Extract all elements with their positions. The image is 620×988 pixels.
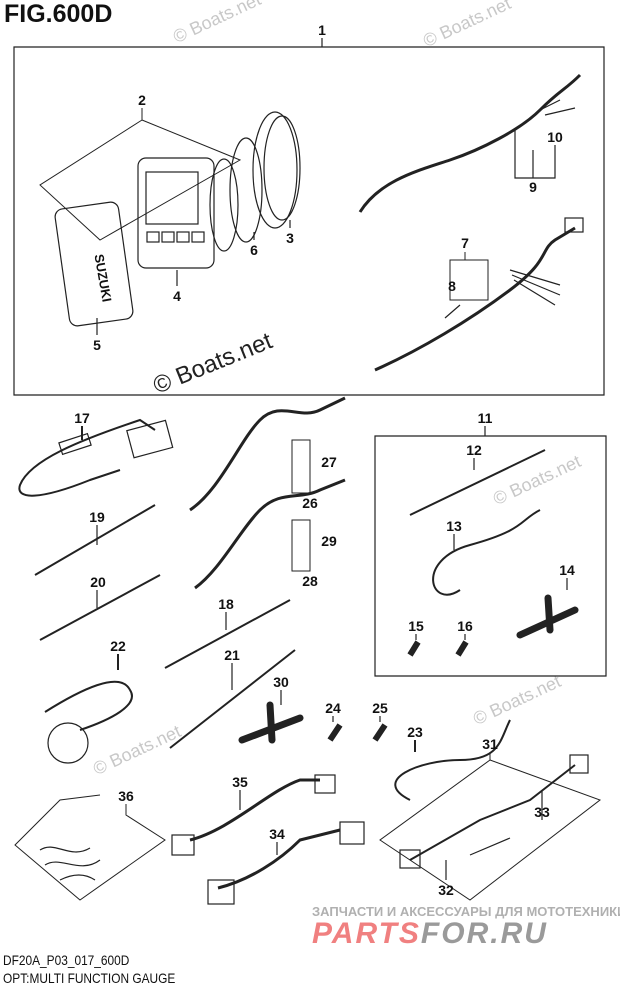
shop-logo: PARTSFOR.RU [312, 918, 548, 950]
shop-logo-part2: FOR.RU [420, 917, 548, 950]
callout-6[interactable]: 6 [250, 242, 258, 258]
callout-19[interactable]: 19 [89, 509, 105, 525]
callout-10[interactable]: 10 [547, 129, 563, 145]
callout-9[interactable]: 9 [529, 179, 537, 195]
callout-11[interactable]: 11 [477, 410, 493, 426]
callout-21[interactable]: 21 [224, 647, 240, 663]
callout-3[interactable]: 3 [286, 230, 294, 246]
o-ring [229, 137, 263, 243]
gauge-body [137, 157, 215, 269]
callout-17[interactable]: 17 [74, 410, 90, 426]
callout-36[interactable]: 36 [118, 788, 134, 804]
callout-30[interactable]: 30 [273, 674, 289, 690]
callout-28[interactable]: 28 [302, 573, 318, 589]
callout-33[interactable]: 33 [534, 804, 550, 820]
shop-logo-part1: PARTS [312, 917, 421, 950]
gauge-nut [252, 111, 298, 229]
callout-1[interactable]: 1 [318, 22, 326, 38]
group-box-11 [374, 426, 607, 677]
callout-18[interactable]: 18 [218, 596, 234, 612]
figure-caption: OPT:MULTI FUNCTION GAUGE [3, 970, 176, 986]
callout-5[interactable]: 5 [93, 337, 101, 353]
callout-20[interactable]: 20 [90, 574, 106, 590]
shop-tagline: ЗАПЧАСТИ И АКСЕССУАРЫ ДЛЯ МОТОТЕХНИКИ [312, 904, 620, 919]
callout-2[interactable]: 2 [138, 92, 146, 108]
callout-26[interactable]: 26 [302, 495, 318, 511]
callout-35[interactable]: 35 [232, 774, 248, 790]
figure-title: FIG.600D [4, 0, 113, 28]
leader-2 [39, 108, 242, 241]
callout-7[interactable]: 7 [461, 235, 469, 251]
callout-32[interactable]: 32 [438, 882, 454, 898]
callout-31[interactable]: 31 [482, 736, 498, 752]
callout-24[interactable]: 24 [325, 700, 341, 716]
callout-22[interactable]: 22 [110, 638, 126, 654]
callout-29[interactable]: 29 [321, 533, 337, 549]
callout-27[interactable]: 27 [321, 454, 337, 470]
callout-23[interactable]: 23 [407, 724, 423, 740]
callout-14[interactable]: 14 [559, 562, 575, 578]
callout-4[interactable]: 4 [173, 288, 181, 304]
group-box-1 [13, 38, 605, 396]
callout-12[interactable]: 12 [466, 442, 482, 458]
callout-15[interactable]: 15 [408, 618, 424, 634]
callout-34[interactable]: 34 [269, 826, 285, 842]
figure-code: DF20A_P03_017_600D [3, 952, 130, 968]
callout-13[interactable]: 13 [446, 518, 462, 534]
gauge-screen [145, 171, 199, 225]
callout-8[interactable]: 8 [448, 278, 456, 294]
callout-25[interactable]: 25 [372, 700, 388, 716]
gauge-cover [54, 201, 134, 327]
callout-16[interactable]: 16 [457, 618, 473, 634]
